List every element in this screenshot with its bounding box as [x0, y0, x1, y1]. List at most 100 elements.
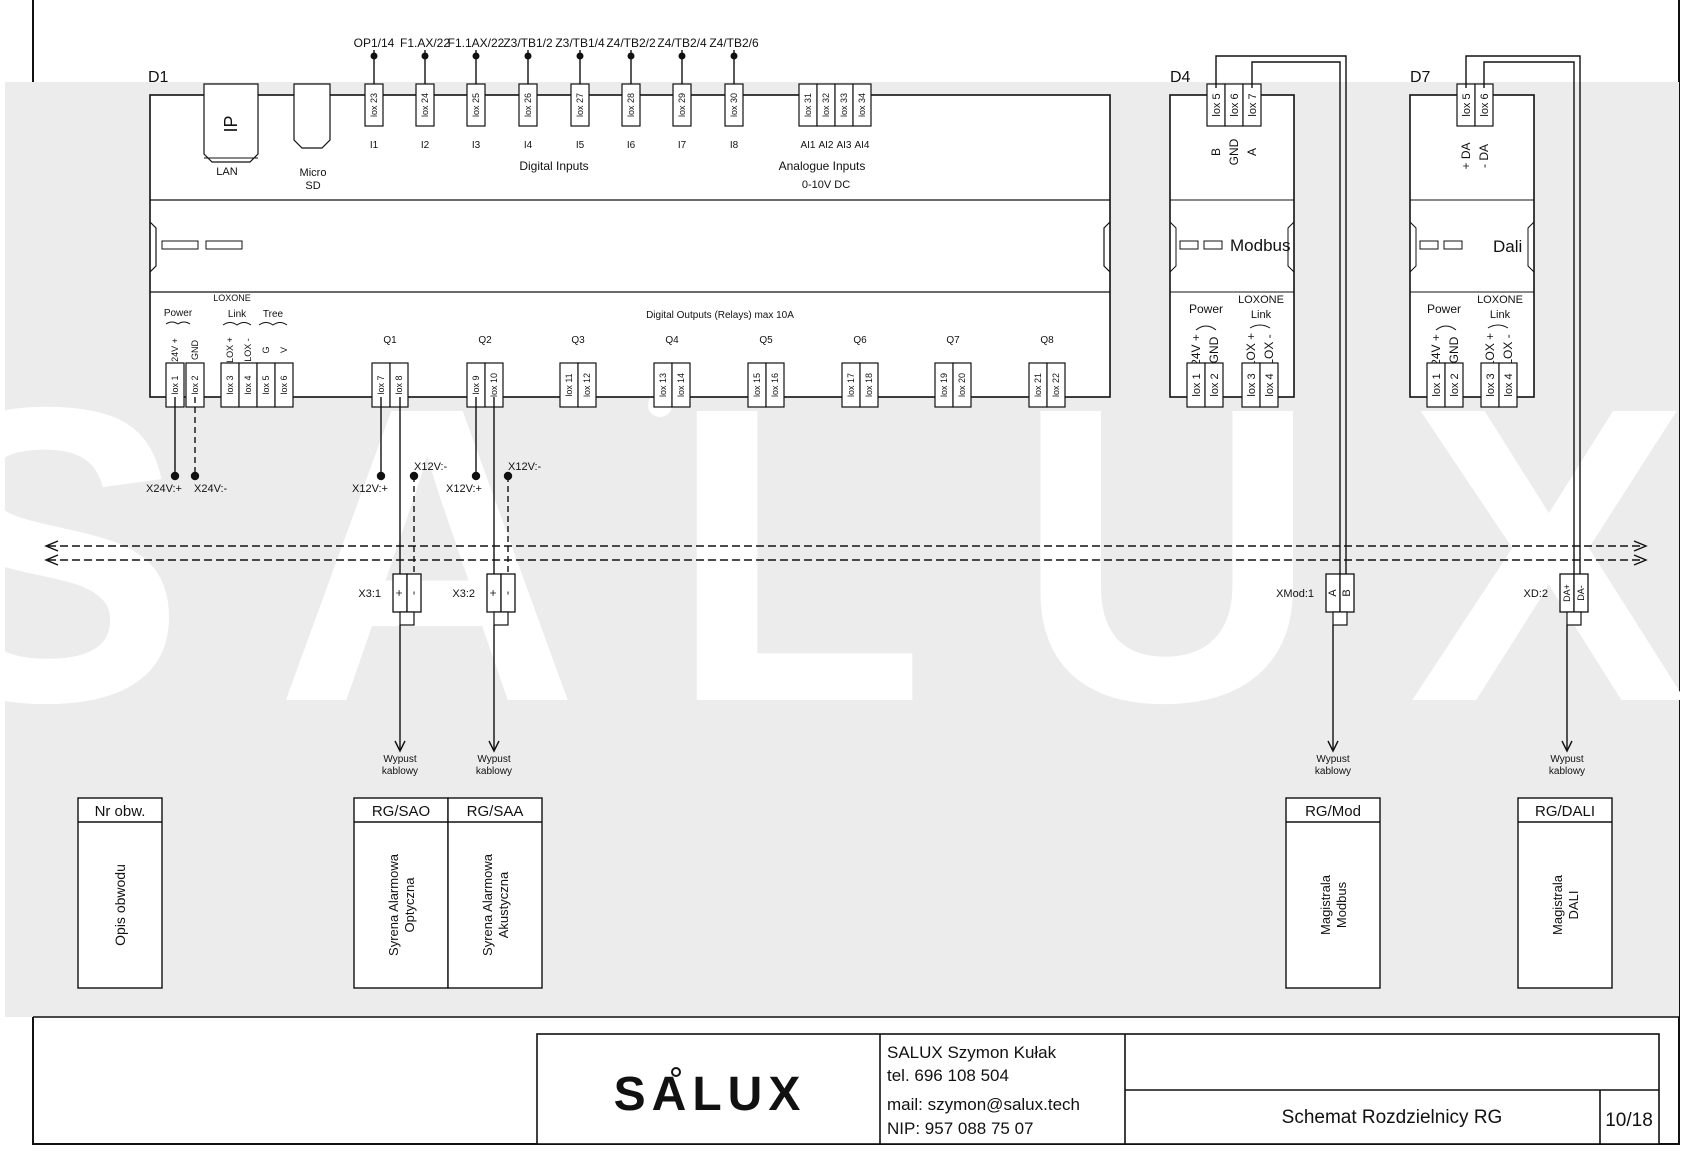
micro-label: Micro	[300, 167, 327, 179]
output-name-4: Q4	[665, 335, 679, 346]
company-name: SALUX Szymon Kułak	[887, 1043, 1057, 1062]
d4-link-label: Link	[1251, 309, 1272, 321]
rg-sao-header: RG/SAO	[372, 803, 430, 820]
input-name-7: I7	[678, 140, 687, 151]
rg-saa-line-1: Syrena Alarmowa	[480, 853, 495, 956]
input-terminal-4-label: lox 26	[523, 93, 533, 117]
rg-sao-line-2: Optyczna	[402, 877, 417, 933]
x3-1-pin-b: -	[406, 591, 420, 595]
x24v-plus-label: X24V:+	[146, 483, 182, 495]
xmod-1-outlet-2: kablowy	[1315, 766, 1351, 777]
output-name-5: Q5	[759, 335, 773, 346]
d4-bottom-terminal-3-label: lox 3	[1246, 373, 1258, 396]
output-terminal-7b-label: lox 20	[957, 373, 967, 397]
wiring-layer	[44, 55, 1648, 585]
d7-top-terminal-2-label: lox 6	[1479, 93, 1491, 116]
input-node-5	[576, 52, 584, 60]
d7-loxone-label: LOXONE	[1477, 294, 1523, 306]
q1-x12v-plus-label: X12V:+	[352, 483, 388, 495]
d7-bottom-terminal-2-box	[1444, 362, 1464, 408]
module-d7-title: Dali	[1493, 237, 1522, 256]
input-terminal-6-box	[621, 83, 641, 127]
d4-bottom-terminal-4-label: lox 4	[1264, 373, 1276, 396]
sd-label: SD	[305, 180, 320, 192]
input-ref-4: Z3/TB1/2	[503, 36, 553, 50]
x3-2-foot	[493, 611, 509, 626]
xd-2-pin-b: DA-	[1576, 585, 1586, 601]
digital-outputs-title: Digital Outputs (Relays) max 10A	[646, 310, 794, 321]
input-terminal-5-label: lox 27	[575, 93, 585, 117]
input-terminal-8-label: lox 30	[729, 93, 739, 117]
link-pin-2: LOX -	[243, 338, 253, 362]
output-terminal-1b-box	[389, 362, 409, 408]
d4-bottom-pin-3: LOX +	[1244, 333, 1258, 367]
output-terminal-3a-label: lox 11	[564, 373, 574, 396]
analogue-inputs-range: 0-10V DC	[802, 179, 850, 191]
d4-power-brace	[1195, 325, 1217, 331]
x3-2-outlet-2: kablowy	[476, 766, 512, 777]
input-node-2	[421, 52, 429, 60]
d7-top-pin-1: + DA	[1459, 142, 1473, 169]
d7-bottom-terminal-3-label: lox 3	[1485, 373, 1497, 396]
x3-2-outlet-1: Wypust	[477, 754, 510, 765]
input-node-8	[730, 52, 738, 60]
x3-1-outlet-1: Wypust	[383, 754, 416, 765]
lan-port-icon	[203, 83, 259, 163]
d1-power-label: Power	[164, 308, 193, 319]
input-ref-8: Z4/TB2/6	[709, 36, 759, 50]
input-terminal-3-label: lox 25	[471, 93, 481, 117]
q1-x12v-minus-label: X12V:-	[414, 461, 448, 473]
link-pin-1: LOX +	[225, 337, 235, 363]
d7-top-terminal-1-label: lox 5	[1461, 93, 1473, 116]
output-name-3: Q3	[571, 335, 585, 346]
input-terminal-5-box	[570, 83, 590, 127]
output-terminal-5b-box	[765, 362, 785, 408]
link-terminal-4-label: lox 6	[279, 375, 289, 394]
terminal-blocks: X3:1+-WypustkablowyX3:2+-WypustkablowyXM…	[358, 573, 1589, 777]
d4-bottom-terminal-4-box	[1259, 362, 1279, 408]
output-terminal-8b-box	[1046, 362, 1066, 408]
output-terminal-1b-label: lox 8	[394, 375, 404, 394]
input-ref-6: Z4/TB2/2	[606, 36, 656, 50]
lan-label: LAN	[216, 166, 237, 178]
d7-link-label: Link	[1490, 309, 1511, 321]
link-terminal-3-label: lox 5	[261, 375, 271, 394]
output-terminal-4b-box	[671, 362, 691, 408]
link-pin-3: G	[261, 346, 271, 353]
module-d4-id: D4	[1170, 69, 1191, 86]
analogue-inputs-title: Analogue Inputs	[779, 159, 866, 173]
rg-mod-line-1: Magistrala	[1318, 874, 1333, 935]
legend-header: Nr obw.	[95, 803, 146, 820]
x3-1-outlet-2: kablowy	[382, 766, 418, 777]
input-node-4	[524, 52, 532, 60]
input-name-5: I5	[576, 140, 585, 151]
rg-mod-header: RG/Mod	[1305, 803, 1361, 820]
x3-2-pin-a: +	[486, 589, 500, 596]
d4-loxone-label: LOXONE	[1238, 294, 1284, 306]
d4-bottom-pin-2: GND	[1207, 336, 1221, 363]
output-name-8: Q8	[1040, 335, 1054, 346]
analog-name-2: AI2	[818, 140, 833, 151]
xd-2-outlet-2: kablowy	[1549, 766, 1585, 777]
output-terminal-6b-label: lox 18	[864, 373, 874, 397]
link-terminal-4-box	[274, 362, 294, 408]
digital-inputs-title: Digital Inputs	[519, 159, 588, 173]
q2-x12v-minus-label: X12V:-	[508, 461, 542, 473]
input-name-3: I3	[472, 140, 481, 151]
d4-bottom-pin-4: LOX -	[1262, 334, 1276, 365]
input-node-3	[472, 52, 480, 60]
module-d7-id: D7	[1410, 69, 1431, 86]
d4-top-terminal-2-label: lox 6	[1229, 93, 1241, 116]
output-terminal-7a-label: lox 19	[939, 373, 949, 397]
input-name-8: I8	[730, 140, 739, 151]
module-d4-title: Modbus	[1230, 236, 1290, 255]
power-terminal-1-label: lox 1	[170, 375, 180, 394]
d4-power-label: Power	[1189, 302, 1223, 316]
module-d1-led-2	[205, 240, 243, 250]
module-d1-id: D1	[148, 69, 169, 86]
xmod-1-foot	[1332, 611, 1348, 626]
